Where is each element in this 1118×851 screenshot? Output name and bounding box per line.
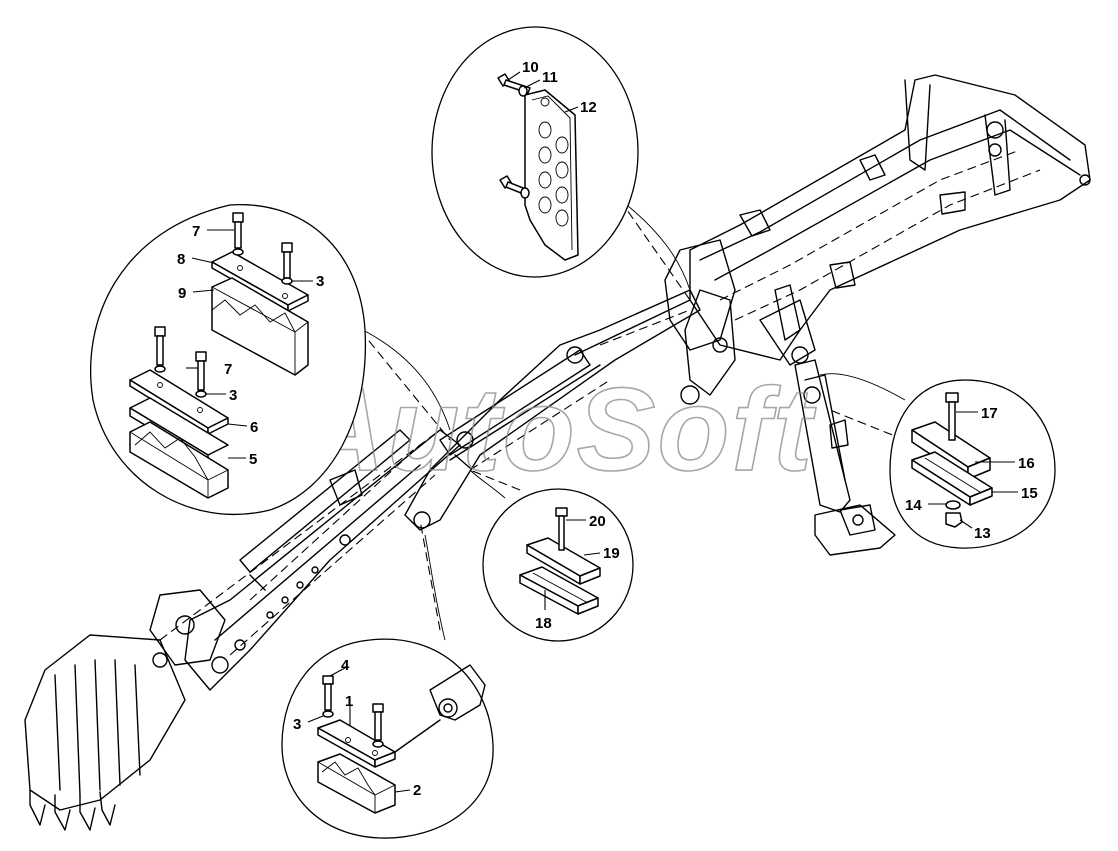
label-19: 19 [603,545,620,562]
label-9: 9 [178,285,186,302]
label-1: 1 [345,693,353,710]
label-10: 10 [522,59,539,76]
label-12: 12 [580,99,597,116]
label-13: 13 [974,525,991,542]
label-14: 14 [905,497,922,514]
main-frame [664,74,1091,405]
callout-mid: 20 19 18 [482,488,634,642]
label-7-lower: 7 [224,361,232,378]
callout-bottom: 4 3 1 2 [281,638,494,839]
dipper-arm [184,429,461,691]
stabilizer-leg [794,359,896,556]
callout-top: 10 11 12 [431,26,639,278]
label-18: 18 [535,615,552,632]
label-5: 5 [249,451,257,468]
label-6: 6 [250,419,258,436]
label-15: 15 [1021,485,1038,502]
label-20: 20 [589,513,606,530]
boom [404,289,701,531]
label-8: 8 [177,251,185,268]
label-2: 2 [413,782,421,799]
machine-assembly [24,74,1091,831]
label-3-upper: 3 [316,273,324,290]
label-17: 17 [981,405,998,422]
bucket [24,429,441,831]
label-16: 16 [1018,455,1035,472]
label-11: 11 [542,69,558,86]
label-4: 4 [341,657,350,674]
label-3-bottom: 3 [293,716,301,733]
label-7-upper: 7 [192,223,200,240]
label-3-lower: 3 [229,387,237,404]
watermark-text: AutoSoft [297,364,817,496]
callout-left: 7 8 9 3 7 3 6 5 [90,204,367,515]
callout-right: 17 16 15 14 13 [889,379,1056,549]
